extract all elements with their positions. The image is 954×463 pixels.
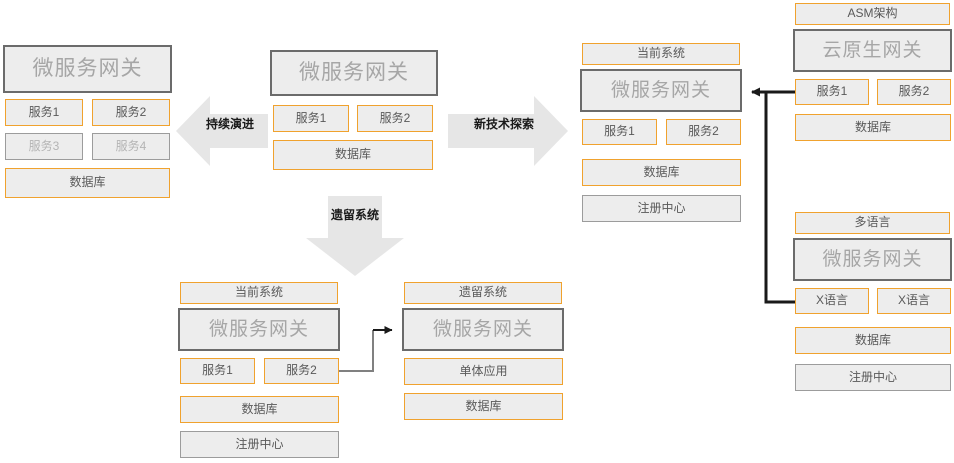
arrow-new-tech-exploration-label: 新技术探索 bbox=[473, 117, 534, 131]
center-service-1: 服务1 bbox=[273, 105, 349, 132]
current-bottom-service-2: 服务2 bbox=[264, 358, 339, 384]
evolved-service-1: 服务1 bbox=[5, 99, 83, 126]
cloud-native-caption: ASM架构 bbox=[795, 3, 950, 25]
cloud-native-service-2: 服务2 bbox=[877, 79, 951, 105]
evolved-service-3: 服务3 bbox=[5, 133, 83, 160]
cloud-native-database: 数据库 bbox=[795, 114, 951, 141]
arrow-new-tech-exploration bbox=[448, 92, 568, 170]
arrow-continuous-evolution-label: 持续演进 bbox=[205, 117, 254, 131]
current-bottom-registry: 注册中心 bbox=[180, 431, 339, 458]
current-bottom-service-1: 服务1 bbox=[180, 358, 255, 384]
arrow-legacy-system-label: 遗留系统 bbox=[331, 208, 380, 222]
current-right-caption: 当前系统 bbox=[582, 43, 740, 65]
multilang-gateway-box: 微服务网关 bbox=[793, 238, 952, 281]
center-gateway-box: 微服务网关 bbox=[270, 50, 438, 96]
connector-right-column-to-current bbox=[751, 87, 795, 304]
evolved-service-4: 服务4 bbox=[92, 133, 170, 160]
cloud-native-gateway-box: 云原生网关 bbox=[793, 29, 952, 72]
multilang-registry: 注册中心 bbox=[795, 364, 951, 391]
multilang-caption: 多语言 bbox=[795, 212, 950, 234]
current-right-registry: 注册中心 bbox=[582, 195, 741, 222]
evolved-gateway-box: 微服务网关 bbox=[3, 45, 172, 93]
multilang-database: 数据库 bbox=[795, 327, 951, 354]
cloud-native-service-1: 服务1 bbox=[795, 79, 869, 105]
current-right-service-1: 服务1 bbox=[582, 119, 657, 145]
evolved-database: 数据库 bbox=[5, 168, 170, 198]
arrow-continuous-evolution bbox=[176, 92, 268, 170]
evolved-service-2: 服务2 bbox=[92, 99, 170, 126]
current-right-gateway-box: 微服务网关 bbox=[580, 69, 742, 112]
current-bottom-gateway-box: 微服务网关 bbox=[178, 308, 340, 351]
current-right-database: 数据库 bbox=[582, 159, 741, 186]
connector-service2-to-legacy bbox=[339, 326, 393, 372]
center-service-2: 服务2 bbox=[357, 105, 433, 132]
legacy-monolith-box: 单体应用 bbox=[404, 358, 563, 385]
legacy-database: 数据库 bbox=[404, 393, 563, 420]
arrow-legacy-system bbox=[296, 196, 414, 276]
current-bottom-caption: 当前系统 bbox=[180, 282, 338, 304]
multilang-service-1: X语言 bbox=[795, 288, 869, 314]
center-database: 数据库 bbox=[273, 140, 433, 170]
current-right-service-2: 服务2 bbox=[666, 119, 741, 145]
current-bottom-database: 数据库 bbox=[180, 396, 339, 423]
legacy-gateway-box: 微服务网关 bbox=[402, 308, 564, 351]
multilang-service-2: X语言 bbox=[877, 288, 951, 314]
legacy-caption: 遗留系统 bbox=[404, 282, 562, 304]
